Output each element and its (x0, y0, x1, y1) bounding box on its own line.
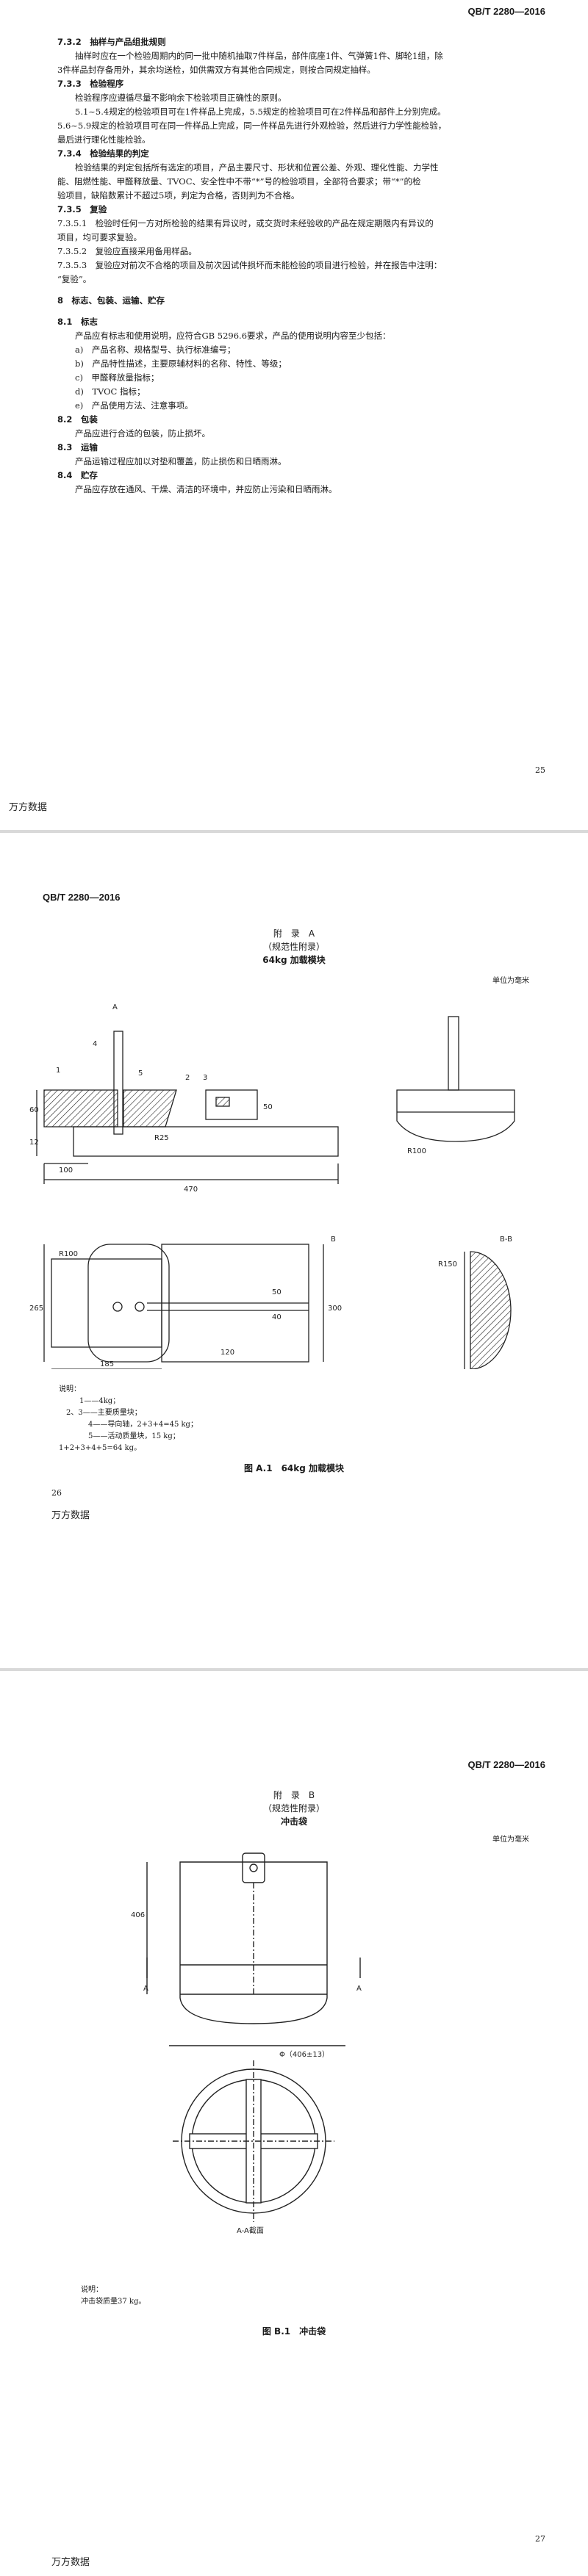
legend-title: 说明： (59, 1385, 81, 1393)
annex-type: （规范性附录） (262, 942, 325, 952)
legend-item: 4——导向轴，2+3+4=45 kg； (59, 1421, 198, 1429)
paragraph-line: 7.3.5.3 复验应对前次不合格的项目及前次因试件损坏而未能检验的项目进行检验… (57, 260, 442, 270)
paragraph-line: 3件样品封存备用外，其余均送检，如供需双方有其他合同规定，则按合同规定抽样。 (57, 65, 376, 75)
page-27: QB/T 2280—2016 附 录 B （规范性附录） 冲击袋 单位为毫米 (0, 1671, 588, 2576)
section-heading: 7.3.5 复验 (57, 204, 107, 214)
callout-3: 3 (203, 1074, 207, 1082)
callout-1: 1 (56, 1067, 60, 1075)
list-item: a) 产品名称、规格型号、执行标准编号； (75, 344, 236, 355)
figure-caption: 图 A.1 64kg 加载模块 (243, 1463, 345, 1473)
unit-note: 单位为毫米 (492, 977, 529, 985)
standard-code: QB/T 2280—2016 (467, 6, 545, 17)
legend-title: 说明： (81, 2286, 103, 2294)
label-b: B (331, 1235, 336, 1244)
dim-50b: 50 (272, 1288, 282, 1296)
annex-name: 冲击袋 (280, 1816, 307, 1827)
annex-title: 附 录 B (273, 1790, 315, 1800)
watermark: 万方数据 (51, 1510, 90, 1521)
paragraph-line: “复验”。 (57, 274, 92, 284)
label-a-right: A (356, 1985, 362, 1993)
list-item: e) 产品使用方法、注意事项。 (75, 400, 193, 411)
paragraph-line: 5.1~5.4规定的检验项目可在1件样品上完成，5.5规定的检验项目可在2件样品… (75, 107, 446, 117)
callout-5: 5 (138, 1069, 143, 1078)
annex-type: （规范性附录） (262, 1803, 325, 1814)
paragraph-line: 7.3.5.2 复验应直接采用备用样品。 (57, 246, 197, 256)
paragraph-line: 项目，均可要求复验。 (57, 232, 142, 242)
paragraph-line: 产品应有标志和使用说明，应符合GB 5296.6要求，产品的使用说明内容至少包括… (75, 331, 391, 341)
annex-header: 附 录 A （规范性附录） 64kg 加载模块 (0, 927, 588, 967)
label-a-left: A (143, 1985, 148, 1993)
page-26: QB/T 2280—2016 附 录 A （规范性附录） 64kg 加载模块 单… (0, 833, 588, 1668)
dim-r25: R25 (154, 1134, 169, 1142)
annex-header: 附 录 B （规范性附录） 冲击袋 (0, 1789, 588, 1828)
legend-item: 冲击袋质量37 kg。 (81, 2298, 146, 2306)
section-heading: 8.1 标志 (57, 317, 98, 327)
list-item: c) 甲醛释放量指标； (75, 372, 159, 383)
figure-caption: 图 B.1 冲击袋 (262, 2326, 326, 2337)
dim-406: 406 (131, 1911, 145, 1919)
paragraph-line: 产品应进行合适的包装，防止损坏。 (75, 428, 210, 439)
dim-185: 185 (100, 1360, 114, 1368)
dim-r100b: R100 (59, 1250, 78, 1258)
guide-shaft (113, 1031, 123, 1135)
loading-module-drawing: A 4 5 2 3 1 470 100 60 12 50 R25 R100 26… (29, 1003, 515, 1369)
page-number: 27 (535, 2534, 545, 2544)
section-heading: 8.4 贮存 (57, 470, 98, 480)
dim-470: 470 (184, 1186, 198, 1194)
paragraph-line: 抽样时应在一个检验周期内的同一批中随机抽取7件样品，部件底座1件、气弹簧1件、脚… (75, 51, 443, 61)
dim-r100: R100 (407, 1147, 426, 1155)
callout-4: 4 (93, 1040, 97, 1048)
dim-r150: R150 (438, 1260, 457, 1269)
dim-300: 300 (328, 1305, 342, 1313)
unit-note: 单位为毫米 (492, 1836, 529, 1844)
chapter-heading: 8 标志、包装、运输、贮存 (57, 295, 165, 306)
section-heading: 8.3 运输 (57, 442, 98, 452)
paragraph-line: 产品应存放在通风、干燥、清洁的环境中，并应防止污染和日晒雨淋。 (75, 484, 337, 494)
figure-legend: 说明： 1——4kg； 2、3——主要质量块； 4——导向轴，2+3+4=45 … (59, 1384, 198, 1454)
paragraph-line: 能、阻燃性能、甲醛释放量、TVOC、安全性中不带“*”号的检验项目，全部符合要求… (57, 176, 421, 187)
watermark: 万方数据 (9, 802, 48, 813)
section-label: A-A截面 (237, 2226, 264, 2235)
page-number: 25 (535, 765, 545, 775)
paragraph-line: 最后进行理化性能检验。 (57, 134, 151, 145)
section-heading: 8.2 包装 (57, 414, 98, 425)
annex-title: 附 录 A (273, 928, 315, 939)
legend-item: 2、3——主要质量块； (66, 1409, 142, 1417)
dim-12: 12 (29, 1139, 39, 1147)
section-heading: 7.3.2 抽样与产品组批规则 (57, 37, 166, 47)
callout-2: 2 (185, 1074, 190, 1082)
legend-item: 1+2+3+4+5=64 kg。 (59, 1444, 142, 1452)
paragraph-line: 验项目，缺陷数累计不超过5项，判定为合格，否则判为不合格。 (57, 190, 300, 201)
annex-name: 64kg 加载模块 (262, 955, 326, 965)
dim-120: 120 (220, 1349, 234, 1357)
watermark: 万方数据 (51, 2557, 90, 2568)
page-25: QB/T 2280—2016 7.3.2 抽样与产品组批规则 抽样时应在一个检验… (0, 0, 588, 830)
impact-bag-drawing: 406 Φ（406±13） A A A-A截面 (131, 1852, 362, 2235)
callout-a: A (112, 1003, 118, 1011)
legend-item: 1——4kg； (79, 1397, 121, 1405)
paragraph-line: 7.3.5.1 检验时任何一方对所检验的结果有异议时，或交货时未经验收的产品在规… (57, 218, 434, 228)
page-text: 7.3.2 抽样与产品组批规则 抽样时应在一个检验周期内的同一批中随机抽取7件样… (57, 35, 542, 497)
dim-265: 265 (29, 1305, 43, 1313)
dim-60: 60 (29, 1106, 39, 1114)
dim-40: 40 (272, 1313, 282, 1321)
list-item: b) 产品特性描述，主要原辅材料的名称、特性、等级； (75, 358, 287, 369)
paragraph-line: 检验结果的判定包括所有选定的项目，产品主要尺寸、形状和位置公差、外观、理化性能、… (75, 162, 439, 173)
dim-100: 100 (59, 1166, 73, 1175)
dim-50: 50 (263, 1103, 273, 1111)
legend-item: 5——活动质量块，15 kg； (59, 1432, 180, 1440)
list-item: d) TVOC 指标； (75, 386, 146, 397)
dim-diameter: Φ（406±13） (279, 2050, 329, 2059)
figure-legend: 说明： 冲击袋质量37 kg。 (81, 2284, 146, 2308)
paragraph-line: 5.6~5.9规定的检验项目可在同一件样品上完成，同一件样品先进行外观检验，然后… (57, 120, 447, 131)
standard-code: QB/T 2280—2016 (43, 892, 121, 903)
section-heading: 7.3.3 检验程序 (57, 79, 124, 89)
label-bb: B-B (500, 1235, 512, 1244)
section-heading: 7.3.4 检验结果的判定 (57, 148, 149, 159)
paragraph-line: 检验程序应遵循尽量不影响余下检验项目正确性的原则。 (75, 93, 287, 103)
standard-code: QB/T 2280—2016 (467, 1759, 545, 1770)
paragraph-line: 产品运输过程应加以对垫和覆盖，防止损伤和日晒雨淋。 (75, 456, 287, 466)
page-number: 26 (51, 1488, 62, 1498)
